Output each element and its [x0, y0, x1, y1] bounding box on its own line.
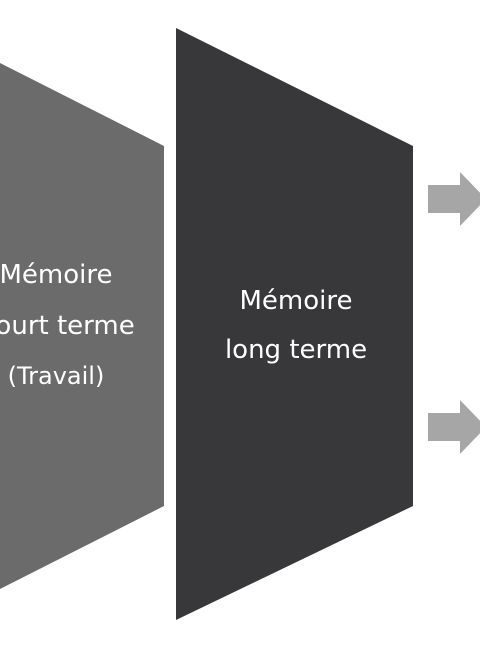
stage-short-term-line-2: Court terme [0, 311, 135, 341]
stage-short-term-shape [0, 63, 164, 589]
stage-short-term-line-3: (Travail) [8, 362, 105, 390]
stage-long-term-line-1: Mémoire [239, 286, 352, 316]
output-arrows [428, 172, 480, 454]
stage-long-term-memory: Mémoire long terme [176, 28, 413, 620]
stage-long-term-line-2: long terme [225, 335, 367, 365]
arrow-right-icon [428, 400, 480, 454]
stage-short-term-memory: Mémoire Court terme (Travail) [0, 63, 164, 589]
stage-long-term-shape [176, 28, 413, 620]
stage-short-term-line-1: Mémoire [0, 260, 113, 290]
arrow-right-icon [428, 172, 480, 226]
